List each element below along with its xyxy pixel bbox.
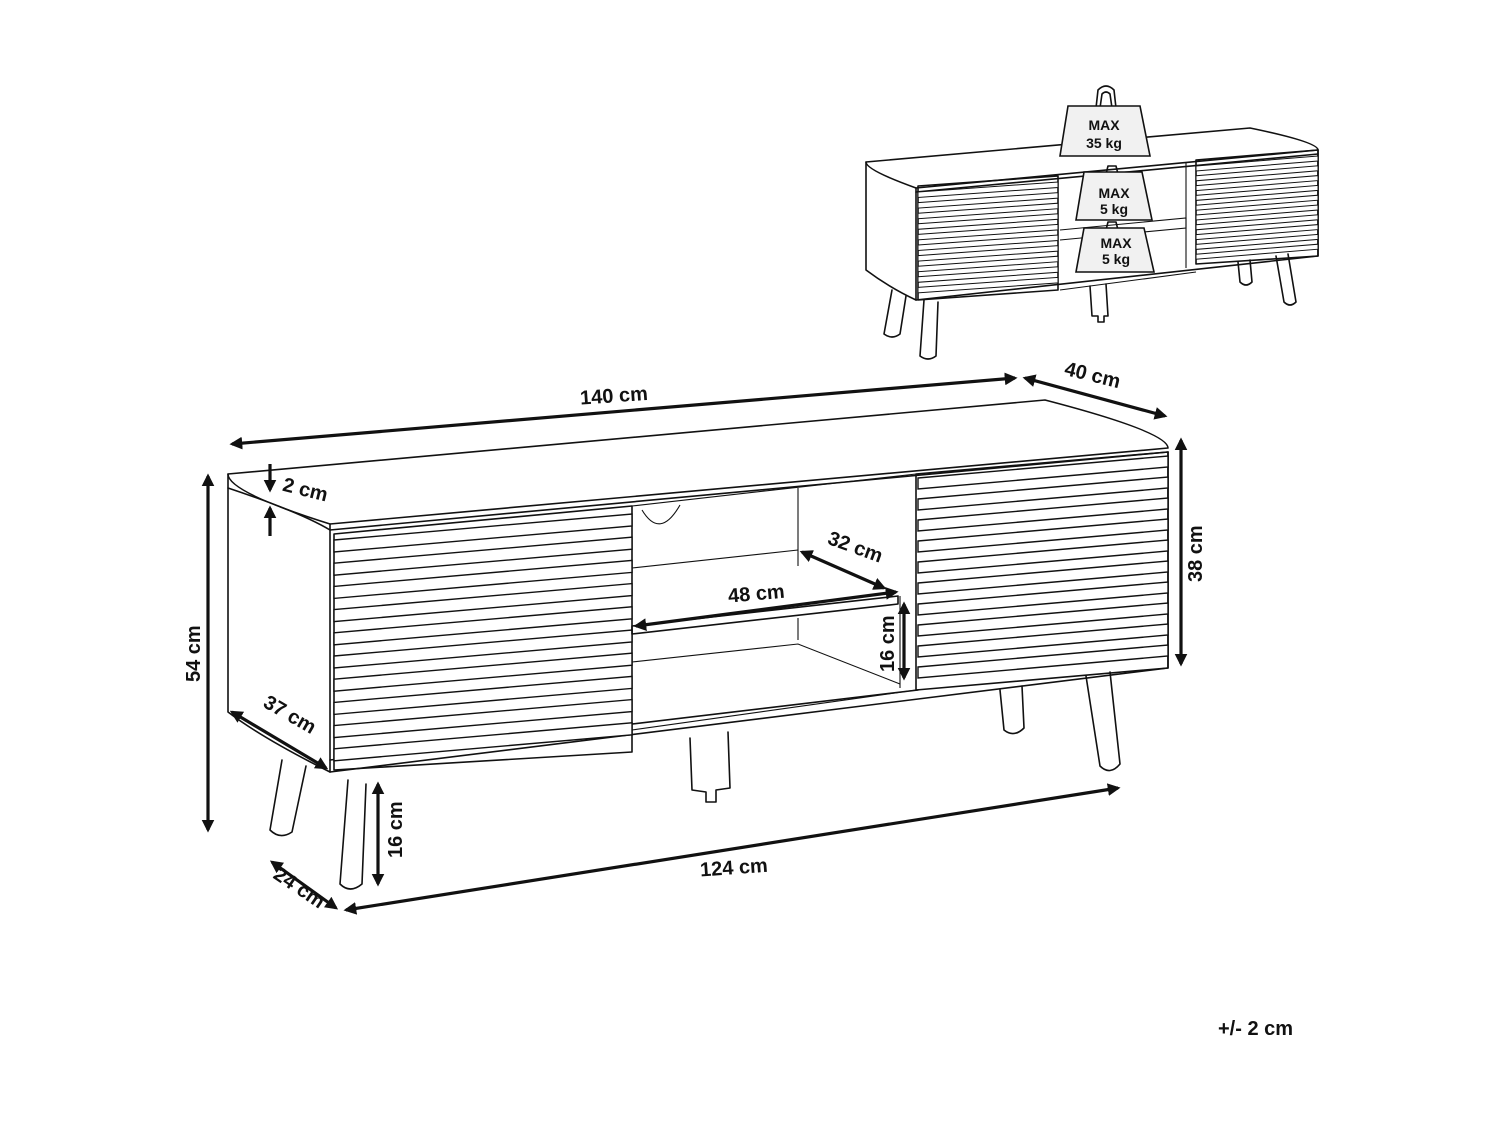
door-slat — [1195, 155, 1319, 172]
label-leg-spacing-width: 124 cm — [699, 855, 768, 882]
door-slat — [333, 513, 633, 553]
door-slat — [917, 497, 1169, 532]
weight-icon-shelf1: MAX 5 kg — [1075, 165, 1153, 221]
door-slat — [917, 202, 1059, 220]
left-door-slats — [333, 513, 633, 762]
door-slat — [917, 623, 1169, 658]
door-slat — [1195, 184, 1319, 201]
door-slat — [1195, 243, 1319, 260]
door-slat — [917, 181, 1059, 199]
door-slat — [1195, 194, 1319, 211]
label-inner-depth: 32 cm — [825, 528, 886, 568]
door-slat — [917, 234, 1059, 252]
cabinet-left-side — [227, 487, 331, 773]
right-door-slats — [917, 455, 1169, 679]
weight-shelf2-value: 5 kg — [1102, 251, 1130, 267]
door-slat — [917, 276, 1059, 294]
door-slat — [1195, 165, 1319, 182]
door-slat — [333, 698, 633, 739]
cabinet-top — [227, 399, 1169, 525]
door-slat — [917, 266, 1059, 283]
door-slat — [333, 559, 633, 600]
load-capacity-view: MAX 35 kg MAX 5 kg MAX 5 kg — [865, 85, 1319, 360]
weight-shelf2-max: MAX — [1100, 235, 1132, 251]
door-slat — [917, 644, 1169, 679]
weight-shelf1-max: MAX — [1098, 185, 1130, 201]
door-slat — [333, 652, 633, 692]
door-slat — [1195, 204, 1319, 221]
door-slat — [917, 245, 1059, 262]
tolerance-note: +/- 2 cm — [1218, 1018, 1294, 1040]
label-side-depth: 37 cm — [260, 691, 320, 738]
main-cabinet-view — [227, 399, 1169, 890]
door-slat — [333, 606, 633, 646]
label-cabinet-height: 38 cm — [1185, 525, 1207, 582]
label-total-depth: 40 cm — [1062, 358, 1122, 393]
weight-shelf1-value: 5 kg — [1100, 201, 1128, 217]
label-total-height: 54 cm — [183, 625, 205, 682]
label-total-width: 140 cm — [579, 383, 648, 410]
door-slat — [333, 722, 633, 762]
door-slat — [1195, 233, 1319, 250]
label-shelf-height: 16 cm — [877, 615, 899, 672]
door-slat — [917, 560, 1169, 595]
label-leg-height: 16 cm — [385, 801, 407, 858]
weight-top-value: 35 kg — [1086, 135, 1122, 151]
door-slat — [1195, 224, 1319, 241]
door-slat — [1195, 214, 1319, 231]
cable-hole — [641, 504, 681, 525]
door-slat — [917, 223, 1059, 241]
label-shelf-width: 48 cm — [727, 581, 785, 608]
label-leg-spacing-depth: 24 cm — [269, 863, 328, 913]
dimension-arrows — [201, 372, 1188, 915]
door-slat — [917, 476, 1169, 511]
door-slat — [917, 602, 1169, 637]
door-slat — [333, 629, 633, 669]
weight-icon-shelf2: MAX 5 kg — [1075, 221, 1156, 273]
right-door — [915, 451, 1169, 691]
door-slat — [333, 582, 633, 623]
weight-icon-top: MAX 35 kg — [1059, 85, 1151, 157]
door-slat — [917, 255, 1059, 273]
label-top-thickness: 2 cm — [280, 474, 330, 506]
door-slat — [917, 581, 1169, 616]
door-slat — [917, 455, 1169, 490]
door-slat — [333, 675, 633, 716]
door-slat — [1195, 175, 1319, 192]
door-slat — [917, 213, 1059, 230]
door-slat — [917, 518, 1169, 553]
door-slat — [917, 192, 1059, 209]
door-slat — [333, 536, 633, 576]
door-slat — [917, 539, 1169, 574]
weight-top-max: MAX — [1088, 117, 1120, 133]
